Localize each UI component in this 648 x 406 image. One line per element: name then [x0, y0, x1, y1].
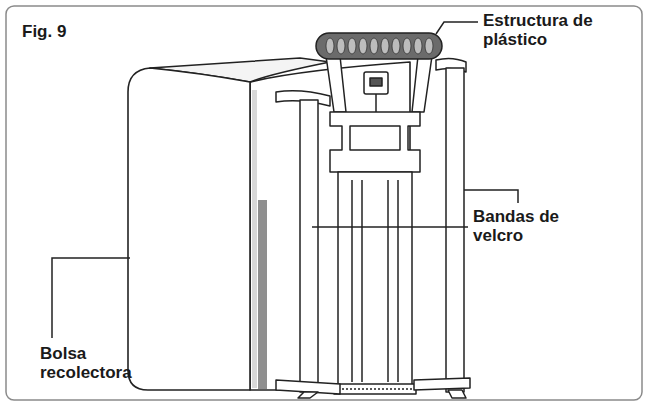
figure-title: Fig. 9 [22, 22, 102, 41]
leader-lines [52, 22, 518, 338]
part-label: Estructura de plástico [483, 11, 593, 49]
velcro-straps [276, 58, 470, 398]
plastic-frame [316, 33, 442, 394]
part-label: Bandas de velcro [473, 207, 583, 245]
figure-frame [6, 6, 642, 400]
part-label: Bolsa recolectora [40, 344, 150, 382]
